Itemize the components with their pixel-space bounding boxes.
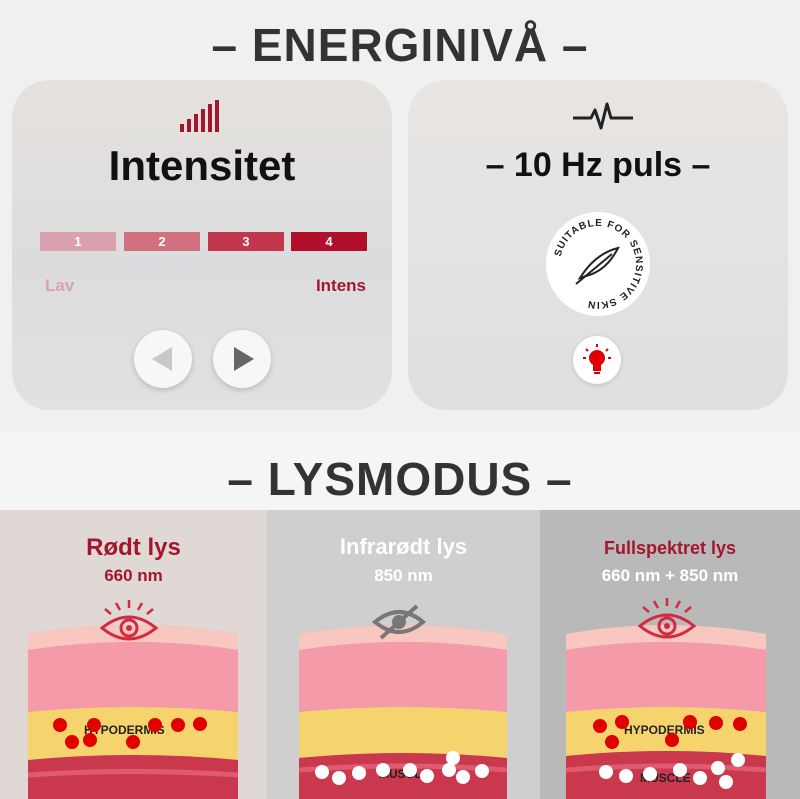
sensitive-skin-badge: SUITABLE FOR SENSITIVE SKIN <box>546 212 650 316</box>
mode-wavelength: 850 nm <box>374 566 433 585</box>
high-label: Intens <box>315 276 366 295</box>
energy-section-title: – ENERGINIVÅ – <box>211 19 589 71</box>
light-bulb-icon <box>583 344 611 374</box>
eye-visible-icon <box>99 600 159 641</box>
divider-strip <box>0 432 800 510</box>
eye-hidden-icon <box>371 604 427 640</box>
eye-visible-icon <box>637 598 697 639</box>
low-label: Lav <box>45 276 75 295</box>
level-4-segment[interactable]: 4 <box>291 232 367 251</box>
heartbeat-pulse-icon <box>573 102 633 130</box>
intensity-title: Intensitet <box>108 142 296 189</box>
level-2-segment[interactable]: 2 <box>124 232 200 251</box>
full-spectrum-light-mode[interactable]: Fullspektret lys 660 nm + 850 nm HYPODER… <box>540 510 800 799</box>
mode-name: Rødt lys <box>86 534 181 561</box>
feather-icon <box>575 246 620 285</box>
triangle-left-icon <box>152 347 172 371</box>
mode-name: Infrarødt lys <box>339 534 468 559</box>
pulse-card: – 10 Hz puls – SUITABLE FOR SENSITIVE SK… <box>408 80 788 410</box>
intensity-card: Intensitet 1 2 3 4 Lav Intens <box>12 80 392 410</box>
mode-name: Fullspektret lys <box>603 538 737 558</box>
mode-wavelength: 660 nm + 850 nm <box>601 566 739 585</box>
hypodermis-label: HYPODERMIS <box>624 723 705 737</box>
skin-diagram: MUSCLE <box>298 625 508 799</box>
triangle-right-icon <box>234 347 254 371</box>
level-3-segment[interactable]: 3 <box>208 232 284 251</box>
previous-button[interactable] <box>134 330 192 388</box>
level-1-segment[interactable]: 1 <box>40 232 116 251</box>
pulse-title: – 10 Hz puls – <box>485 146 711 184</box>
light-bulb-button[interactable] <box>573 336 621 384</box>
skin-diagram: HYPODERMIS MUSCLE <box>565 625 767 799</box>
red-light-mode[interactable]: Rødt lys 660 nm HYPODERMIS <box>0 510 267 799</box>
infrared-light-mode[interactable]: Infrarødt lys 850 nm MUSCLE <box>267 510 540 799</box>
signal-bars-icon <box>180 100 219 132</box>
next-button[interactable] <box>213 330 271 388</box>
skin-diagram: HYPODERMIS <box>27 625 239 799</box>
light-mode-section-title: – LYSMODUS – <box>227 453 573 505</box>
mode-wavelength: 660 nm <box>104 566 163 585</box>
hypodermis-label: HYPODERMIS <box>84 723 165 737</box>
